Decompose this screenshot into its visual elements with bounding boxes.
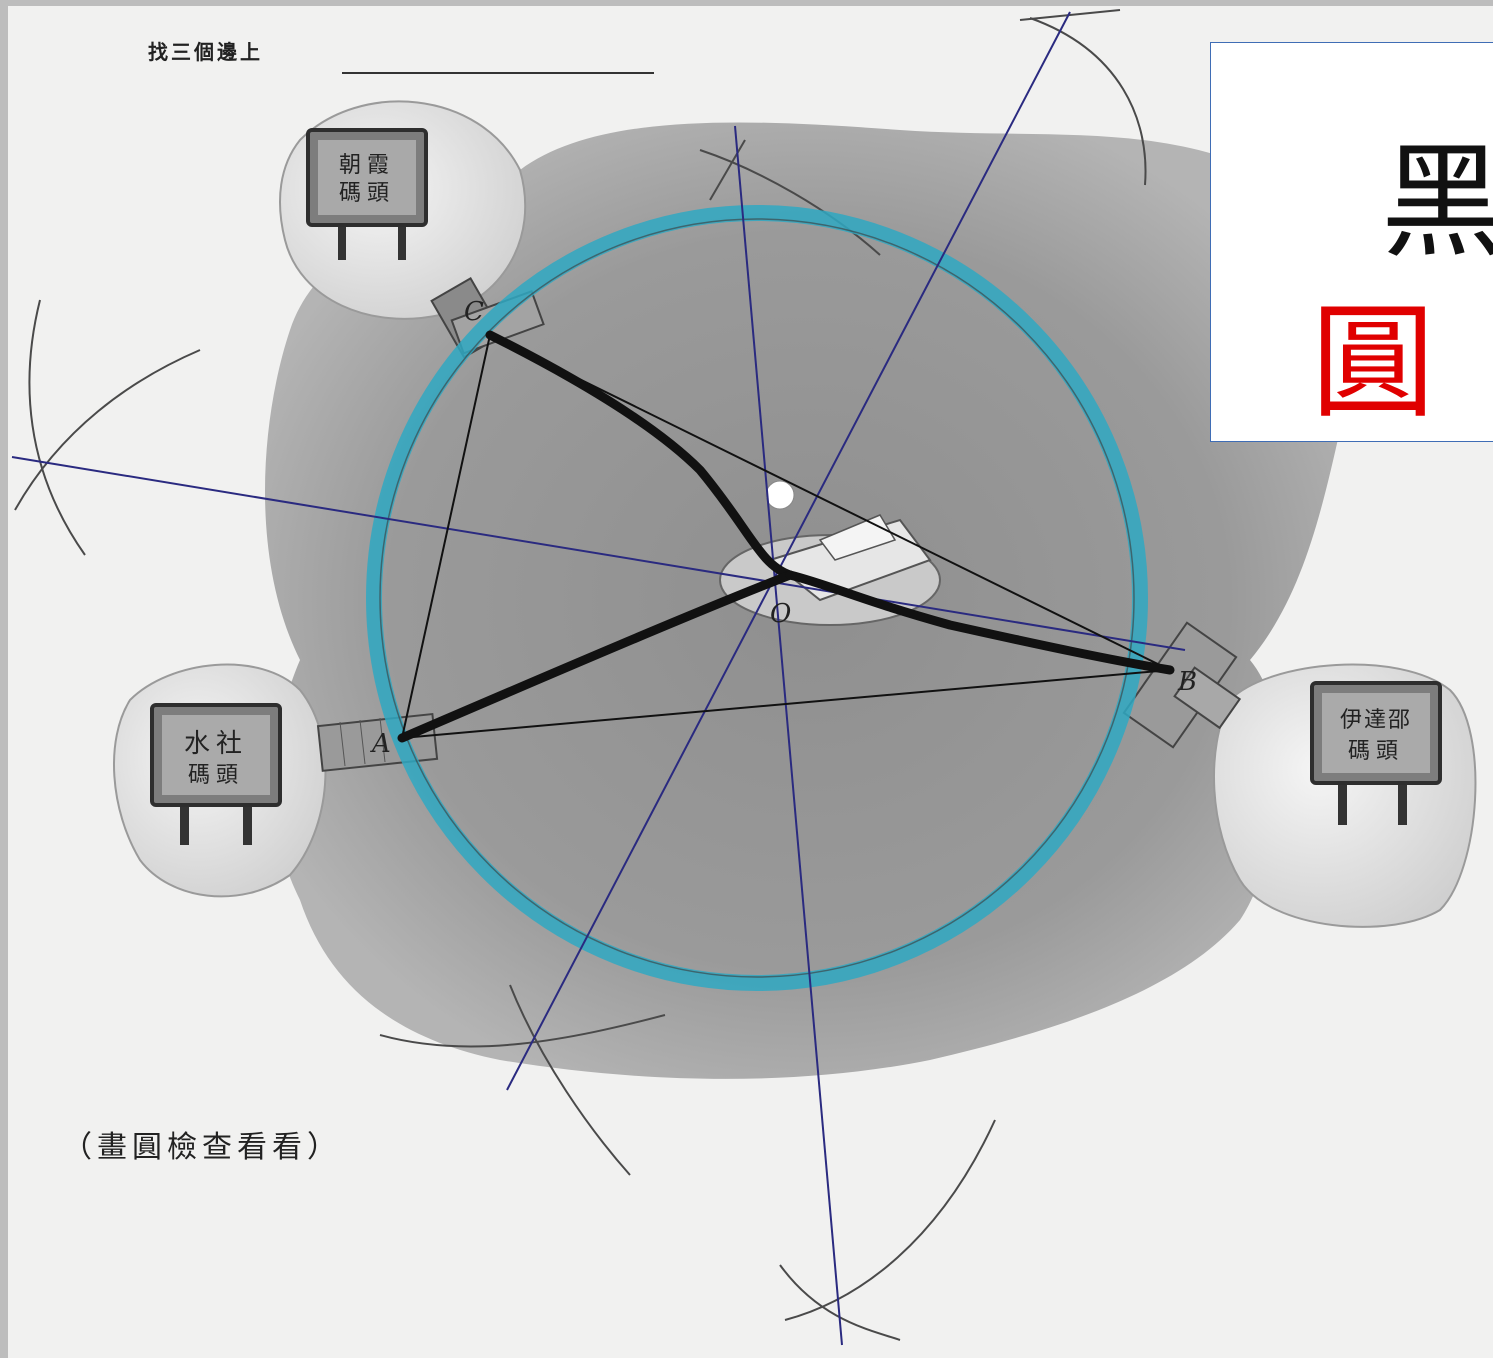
side-ab [401, 669, 1171, 739]
sign-top-left: 朝霞 碼頭 [306, 128, 428, 260]
sign-right-line2: 碼頭 [1348, 739, 1404, 764]
compass-arcs [14, 9, 1147, 1341]
side-bc [489, 334, 1171, 671]
label-a: A [370, 729, 391, 759]
point-labels: C A B O [370, 297, 1197, 759]
triangle-abc [401, 334, 1171, 739]
label-c: C [464, 297, 484, 327]
sign-left-line2: 碼頭 [188, 763, 244, 788]
circumcircle-pencil [379, 218, 1135, 978]
radius-ob [785, 570, 1175, 675]
circumcircle [366, 205, 1148, 991]
sign-right-line1: 伊達邵 [1340, 708, 1412, 733]
label-b: B [1177, 667, 1197, 697]
perpendicular-bisectors [11, 11, 1186, 1346]
sign-left: 水社 碼頭 [150, 703, 282, 845]
bisector-ab [734, 125, 843, 1346]
sign-top-left-line1: 朝霞 [339, 153, 395, 178]
sign-left-line1: 水社 [184, 729, 248, 759]
radius-oa [397, 570, 795, 743]
answer-line [342, 72, 654, 74]
bisector-ca [11, 456, 1186, 651]
radius-oc [485, 330, 795, 580]
callout-line2: 圓 [1311, 291, 1436, 435]
label-o: O [770, 599, 791, 629]
sign-top-left-line2: 碼頭 [339, 181, 395, 206]
side-ca [401, 334, 491, 739]
callout-line1: 黑 [1381, 131, 1493, 275]
callout-box: 黑 圓 [1210, 42, 1493, 442]
bisector-bc [506, 11, 1071, 1091]
radii [397, 330, 1175, 743]
sign-right: 伊達邵 碼頭 [1310, 681, 1442, 825]
worksheet-prompt: 找三個邊上 [148, 40, 263, 64]
worksheet-note: （畫圓檢查看看） [62, 1130, 342, 1165]
